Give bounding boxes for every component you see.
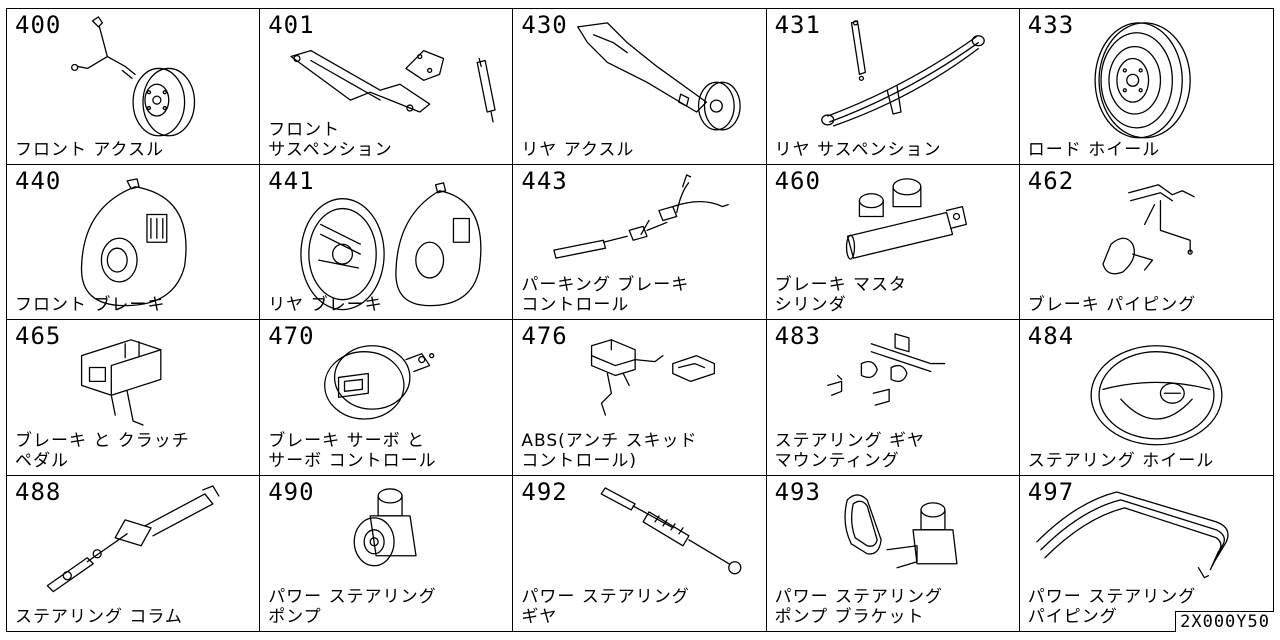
steering-column-icon	[46, 484, 220, 592]
section-label: ステアリング ギヤ マウンティング	[774, 430, 925, 471]
section-label: フロント サスペンション	[268, 119, 393, 160]
road-wheel-icon	[1094, 22, 1191, 139]
catalog-cell-front-suspension[interactable]: 401 フロント サスペンション	[260, 9, 514, 165]
section-number: 440	[15, 166, 62, 195]
section-label: ABS(アンチ スキッド コントロール)	[521, 430, 698, 471]
section-label: パワー ステアリング ポンプ	[268, 587, 437, 627]
section-label: フロント ブレーキ	[15, 295, 166, 315]
section-number: 492	[521, 477, 568, 506]
section-label: リヤ アクスル	[521, 139, 635, 160]
section-number: 493	[774, 477, 821, 506]
power-steering-piping-icon	[1036, 490, 1229, 578]
catalog-cell-power-steering-piping[interactable]: 497 パワー ステアリング パイピング	[1020, 476, 1273, 632]
pump-bracket-icon	[843, 493, 958, 568]
section-number: 483	[774, 322, 821, 350]
section-label: リヤ サスペンション	[774, 139, 942, 160]
front-axle-icon	[71, 16, 196, 137]
section-number: 462	[1027, 166, 1075, 195]
section-number: 443	[521, 166, 568, 195]
section-number: 484	[1027, 322, 1075, 350]
section-number: 490	[268, 477, 315, 506]
catalog-cell-brake-piping[interactable]: 462 ブレーキ パイピング	[1019, 165, 1273, 320]
parking-brake-control-icon	[553, 173, 730, 259]
brake-piping-icon	[1102, 183, 1195, 274]
brake-master-cylinder-icon	[845, 177, 967, 260]
section-label: パーキング ブレーキ コントロール	[521, 275, 690, 315]
rear-axle-icon	[577, 22, 742, 131]
section-number: 488	[15, 477, 62, 506]
section-label: ブレーキ マスタ シリンダ	[774, 275, 907, 315]
catalog-cell-steering-column[interactable]: 488 ステアリング コラム	[7, 475, 261, 631]
catalog-cell-steering-gear-mounting[interactable]: 483 ステアリング ギヤ マウンティング	[766, 320, 1020, 476]
catalog-cell-steering-wheel[interactable]: 484 ステアリング ホイール	[1019, 320, 1273, 476]
catalog-cell-rear-axle[interactable]: 430 リヤ アクスル	[513, 9, 767, 165]
section-number: 433	[1027, 11, 1075, 39]
section-label: パワー ステアリング ギヤ	[521, 587, 690, 627]
section-number: 476	[521, 322, 568, 350]
catalog-cell-front-axle[interactable]: 400 フロント アクスル	[7, 9, 261, 165]
catalog-cell-power-steering-gear[interactable]: 492 パワー ステアリング ギヤ	[513, 475, 767, 631]
section-label: ブレーキ と クラッチ ペダル	[15, 430, 190, 471]
power-steering-pump-icon	[353, 487, 417, 566]
section-number: 400	[15, 11, 62, 39]
parts-catalog-grid: 400 フロント アクスル 401 フロント サスペンション 430	[6, 8, 1274, 632]
section-label: ロード ホイール	[1027, 139, 1161, 160]
section-number: 497	[1027, 477, 1075, 506]
section-label: ブレーキ サーボ と サーボ コントロール	[268, 430, 437, 471]
steering-wheel-icon	[1090, 345, 1223, 446]
section-number: 465	[15, 322, 62, 350]
catalog-cell-rear-suspension[interactable]: 431 リヤ サスペンション	[766, 9, 1020, 165]
section-label: ブレーキ パイピング	[1027, 295, 1197, 315]
section-label: ステアリング コラム	[15, 607, 183, 627]
section-number: 430	[521, 11, 568, 39]
front-suspension-icon	[290, 49, 496, 123]
catalog-cell-brake-master-cylinder[interactable]: 460 ブレーキ マスタ シリンダ	[766, 164, 1020, 320]
catalog-cell-brake-clutch-pedal[interactable]: 465 ブレーキ と クラッチ ペダル	[7, 320, 261, 476]
power-steering-gear-icon	[600, 486, 742, 574]
catalog-cell-front-brake[interactable]: 440 フロント ブレーキ	[7, 164, 261, 320]
section-number: 470	[268, 322, 315, 350]
section-label: パワー ステアリング パイピング	[1027, 587, 1197, 627]
front-brake-icon	[80, 177, 187, 306]
abs-unit-icon	[591, 339, 716, 416]
section-number: 460	[774, 166, 821, 195]
catalog-cell-parking-brake-control[interactable]: 443 パーキング ブレーキ コントロール	[513, 164, 767, 320]
section-label: リヤ ブレーキ	[268, 295, 383, 315]
catalog-cell-power-steering-pump-bracket[interactable]: 493 パワー ステアリング ポンプ ブラケット	[767, 475, 1020, 631]
section-label: ステアリング ホイール	[1027, 450, 1215, 471]
rear-suspension-icon	[820, 20, 985, 127]
section-number: 441	[268, 166, 315, 195]
section-label: フロント アクスル	[15, 139, 165, 160]
steering-gear-mounting-icon	[826, 333, 945, 406]
rear-brake-icon	[300, 181, 482, 310]
catalog-cell-abs[interactable]: 476 ABS(アンチ スキッド コントロール)	[513, 320, 767, 476]
diagram-code: 2X000Y50	[1175, 611, 1274, 632]
catalog-cell-brake-servo[interactable]: 470 ブレーキ サーボ と サーボ コントロール	[260, 320, 514, 476]
catalog-cell-road-wheel[interactable]: 433 ロード ホイール	[1019, 9, 1273, 165]
catalog-cell-rear-brake[interactable]: 441 リヤ ブレーキ	[260, 164, 514, 320]
pedal-icon	[80, 339, 162, 426]
section-number: 401	[268, 11, 315, 39]
brake-servo-icon	[324, 345, 435, 420]
section-number: 431	[774, 11, 821, 39]
catalog-cell-power-steering-pump[interactable]: 490 パワー ステアリング ポンプ	[260, 475, 514, 631]
section-label: パワー ステアリング ポンプ ブラケット	[774, 587, 943, 627]
